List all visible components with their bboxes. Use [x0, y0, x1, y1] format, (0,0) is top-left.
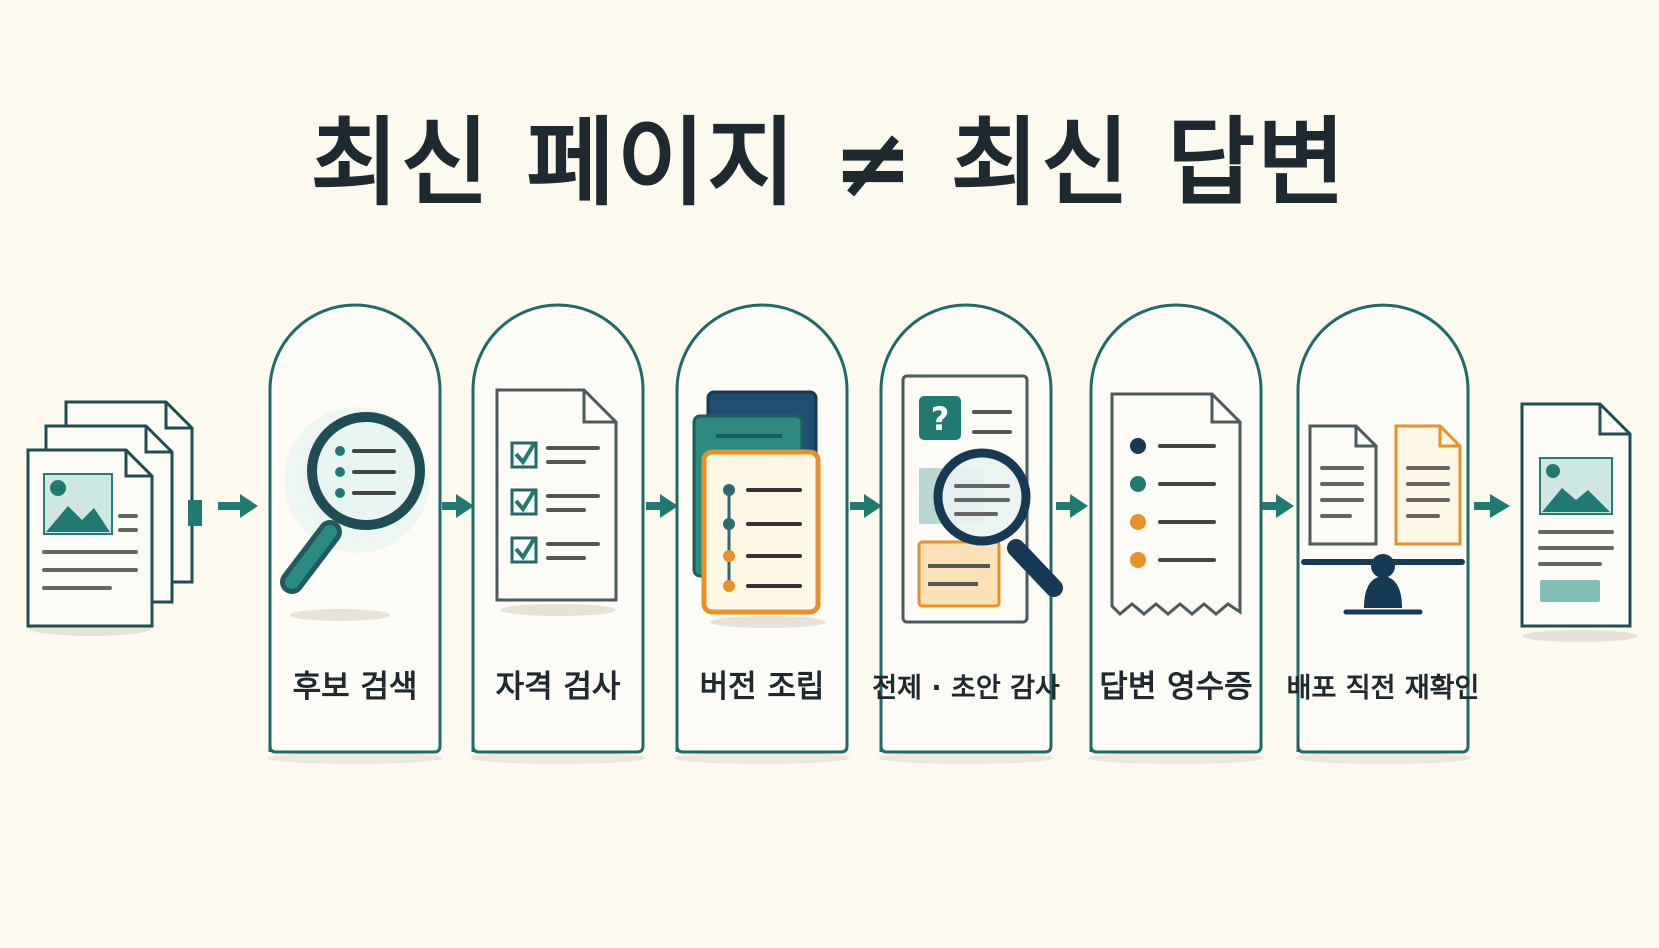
stage-label-5: 답변 영수증: [1099, 669, 1252, 705]
stage-label-6: 배포 직전 재확인: [1287, 673, 1480, 704]
arrow-icon: [850, 494, 882, 518]
checklist-document-icon: [495, 388, 618, 616]
arrow-icon: [442, 494, 474, 518]
stage-label-4: 전제 · 초안 감사: [872, 673, 1060, 704]
arrow-icon: [1056, 494, 1088, 518]
arrow-icon: [218, 494, 258, 518]
arrow-icon: [646, 494, 678, 518]
stage-card-3: 버전 조립: [674, 303, 850, 764]
stage-label-3: 버전 조립: [700, 669, 825, 705]
stage-card-2: 자격 검사: [470, 303, 646, 764]
magnifier-list-icon: [280, 407, 430, 621]
stage-label-2: 자격 검사: [496, 669, 621, 705]
stacked-versions-icon: [692, 390, 826, 628]
page-title: 최신 페이지 ≠ 최신 답변: [310, 107, 1347, 219]
stage-card-5: 답변 영수증: [1088, 303, 1264, 764]
stage-card-4: ? 전제 · 초안 감사: [872, 303, 1063, 764]
balance-compare-icon: [1301, 424, 1465, 615]
arrow-icon: [1262, 494, 1294, 518]
stage-card-1: 후보 검색: [267, 303, 443, 764]
arrow-icon: [1474, 494, 1510, 518]
stage-card-6: 배포 직전 재확인: [1287, 303, 1480, 764]
stage-label-1: 후보 검색: [293, 669, 418, 705]
receipt-icon: [1110, 392, 1242, 617]
audit-magnifier-icon: ?: [901, 374, 1063, 624]
svg-text:?: ?: [931, 400, 950, 438]
final-document-icon: [1520, 402, 1638, 642]
document-stack-icon: [26, 400, 202, 636]
